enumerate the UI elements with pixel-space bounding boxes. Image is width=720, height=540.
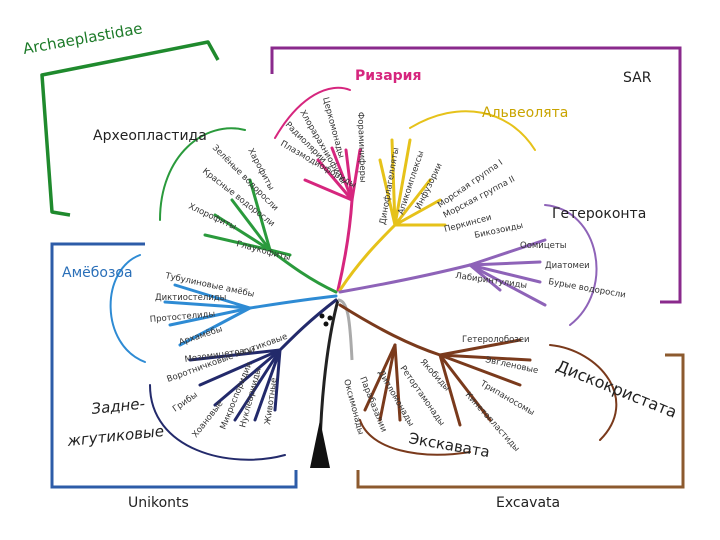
leaf-heterokonta-4: Лабиринтулиды [455,271,528,291]
opisthokonta-label-2: жгутиковые [66,422,165,450]
grey-stem [337,298,354,361]
opisthokonta-clade [149,298,338,461]
excavata-clade [338,303,618,456]
leaf-heterokonta-3: Бурые водоросли [547,277,626,300]
root-dot [327,315,333,321]
root-dot [323,321,329,327]
leaf-rhizaria-4: Фораминиферы [355,112,367,183]
leaf-archaeplastida-3: Хлорофиты [187,202,238,233]
leaf-heterokonta-2: Диатомеи [545,261,590,271]
leaf-amoebozoa-1: Диктиостелиды [155,293,226,303]
archaeplastida-bracket [40,40,220,217]
unikonts-label: Unikonts [128,495,189,511]
alveolata-clade [338,110,536,292]
unikonts-bracket [50,242,298,489]
root-dot [319,313,325,319]
root-cone [310,420,330,468]
archaeplastida-leaves: Харофиты Зелёные водоросли Красные водор… [187,143,292,263]
sar-label: SAR [623,70,652,86]
excavata-label: Excavata [496,495,560,511]
root-trunk [318,299,340,446]
archaeplastida-ru-label: Археопластида [93,128,207,144]
leaf-amoebozoa-3: Архамёбы [178,324,224,347]
opisthokonta-leaves: Мезомицетозои Воротничковые жгутиковые Г… [166,332,289,440]
opisthokonta-label-1: Задне- [91,394,146,418]
excavata-bracket [356,353,685,489]
leaf-heterokonta-1: Оомицеты [520,241,567,251]
heterokonta-clade [338,204,598,326]
leaf-discicristata-0: Гетеролобозеи [462,335,530,345]
archaeplastidae-label: Archaeplastidae [22,19,144,58]
heterokonta-label: Гетероконта [552,206,646,222]
discicristata-leaves: Гетеролобозеи Эвгленовые Трипаносомы Кин… [462,335,539,454]
sar-bracket [270,46,682,304]
leaf-opisthokonta-3: Хоановые [190,399,225,440]
amoebozoa-label: Амёбозоа [62,265,133,281]
archaeplastida-clade [159,127,338,294]
rhizaria-clade [274,86,362,292]
excavata-ru-label: Экскавата [407,429,491,461]
rhizaria-leaves: Хлорарахниофиты Радиолярии Плазмодиофори… [279,96,368,190]
leaf-opisthokonta-2: Грибы [171,390,200,414]
rhizaria-label: Ризария [355,68,421,84]
alveolata-label: Альвеолята [482,105,568,121]
amoebozoa-clade [109,254,338,363]
